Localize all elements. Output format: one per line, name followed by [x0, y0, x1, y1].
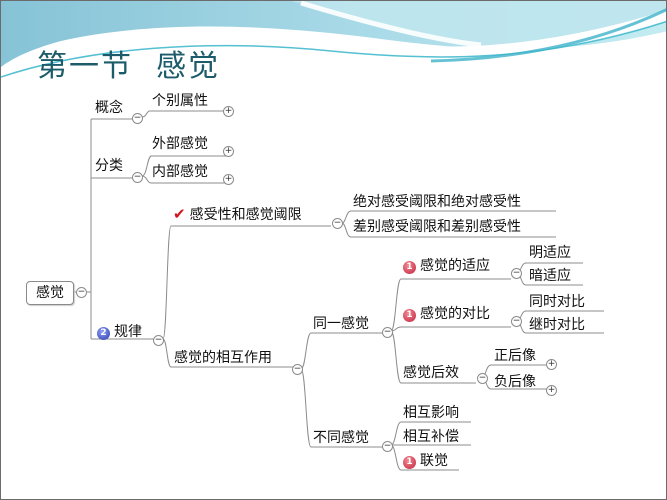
node-individual-attribute[interactable]: 个别属性 — [152, 93, 208, 109]
node-sensory-interaction[interactable]: 感觉的相互作用 — [174, 350, 272, 366]
node-afterimage[interactable]: 感觉后效 — [403, 365, 459, 381]
collapse-toggle-icon[interactable]: − — [292, 364, 303, 375]
collapse-toggle-icon[interactable]: − — [76, 287, 87, 298]
expand-toggle-icon[interactable]: + — [546, 385, 557, 396]
node-laws[interactable]: 2 规律 — [97, 323, 142, 341]
priority-1-badge-icon: 1 — [403, 261, 416, 274]
node-same-sense[interactable]: 同一感觉 — [313, 316, 369, 332]
node-mutual-influence[interactable]: 相互影响 — [403, 405, 459, 421]
expand-toggle-icon[interactable]: + — [223, 146, 234, 157]
collapse-toggle-icon[interactable]: − — [511, 268, 522, 279]
node-external-sense[interactable]: 外部感觉 — [152, 136, 208, 152]
mindmap-root-node[interactable]: 感觉 — [26, 281, 74, 305]
node-label: 感觉的适应 — [420, 258, 490, 274]
priority-1-badge-icon: 1 — [403, 309, 416, 322]
node-label: 感觉的对比 — [420, 306, 490, 322]
node-light-adaptation[interactable]: 明适应 — [529, 245, 571, 261]
node-synesthesia[interactable]: 1 联觉 — [403, 452, 448, 470]
node-label: 感受性和感觉阈限 — [189, 207, 302, 223]
collapse-toggle-icon[interactable]: − — [511, 316, 522, 327]
node-simultaneous-contrast[interactable]: 同时对比 — [529, 294, 585, 310]
node-classification[interactable]: 分类 — [95, 158, 123, 174]
node-adaptation[interactable]: 1 感觉的适应 — [403, 257, 490, 275]
expand-toggle-icon[interactable]: + — [546, 359, 557, 370]
node-label: 规律 — [114, 324, 142, 340]
node-label: 联觉 — [420, 453, 448, 469]
node-different-senses[interactable]: 不同感觉 — [313, 430, 369, 446]
collapse-toggle-icon[interactable]: − — [332, 218, 343, 229]
node-concept[interactable]: 概念 — [95, 100, 123, 116]
node-contrast[interactable]: 1 感觉的对比 — [403, 305, 490, 323]
priority-2-badge-icon: 2 — [97, 327, 110, 340]
node-sensitivity-threshold[interactable]: ✔感受性和感觉阈限 — [173, 205, 302, 224]
collapse-toggle-icon[interactable]: − — [382, 327, 393, 338]
node-internal-sense[interactable]: 内部感觉 — [152, 164, 208, 180]
node-negative-afterimage[interactable]: 负后像 — [494, 374, 536, 390]
node-absolute-threshold[interactable]: 绝对感受阈限和绝对感受性 — [353, 194, 521, 210]
header-wave-decoration — [1, 1, 666, 78]
checkmark-icon: ✔ — [173, 205, 186, 223]
collapse-toggle-icon[interactable]: − — [132, 172, 143, 183]
node-dark-adaptation[interactable]: 暗适应 — [529, 268, 571, 284]
slide-title: 第一节 感觉 — [37, 49, 221, 79]
node-mutual-compensation[interactable]: 相互补偿 — [403, 429, 459, 445]
priority-1-badge-icon: 1 — [403, 456, 416, 469]
collapse-toggle-icon[interactable]: − — [132, 113, 143, 124]
expand-toggle-icon[interactable]: + — [223, 106, 234, 117]
collapse-toggle-icon[interactable]: − — [153, 335, 164, 346]
collapse-toggle-icon[interactable]: − — [382, 441, 393, 452]
node-successive-contrast[interactable]: 继时对比 — [529, 317, 585, 333]
collapse-toggle-icon[interactable]: − — [477, 373, 488, 384]
node-positive-afterimage[interactable]: 正后像 — [494, 348, 536, 364]
node-difference-threshold[interactable]: 差别感受阈限和差别感受性 — [353, 219, 521, 235]
expand-toggle-icon[interactable]: + — [223, 174, 234, 185]
